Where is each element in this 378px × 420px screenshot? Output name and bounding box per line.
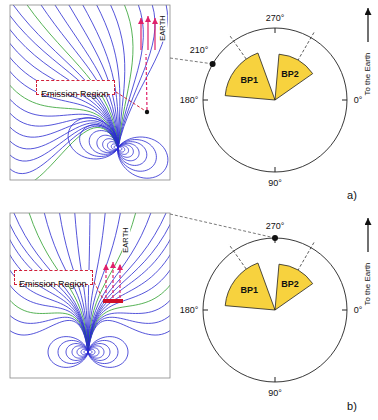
field-line bbox=[88, 320, 170, 352]
region-label: Emission Region bbox=[19, 280, 87, 289]
field-line bbox=[10, 56, 118, 148]
field-line bbox=[88, 223, 170, 352]
sector-fill bbox=[275, 54, 313, 100]
angle-label: 180° bbox=[179, 306, 200, 315]
ray-arrow bbox=[105, 264, 106, 298]
field-lines bbox=[10, 213, 170, 367]
field-line bbox=[88, 238, 170, 352]
field-line bbox=[118, 5, 143, 148]
direction-label: To the Earth bbox=[364, 261, 372, 306]
region-label-box: Emission Region bbox=[14, 270, 93, 285]
leader-line bbox=[116, 92, 144, 110]
field-line bbox=[10, 223, 88, 352]
angle-label: 90° bbox=[267, 179, 283, 188]
sector-fill bbox=[275, 264, 313, 310]
ray-arrow bbox=[112, 262, 113, 298]
angle-label: 90° bbox=[267, 389, 283, 398]
dashed-radius bbox=[275, 241, 315, 310]
panel-label: a) bbox=[346, 190, 358, 201]
field-line bbox=[10, 284, 88, 352]
field-line bbox=[10, 299, 88, 352]
sector-fill bbox=[225, 263, 275, 310]
angle-label: 270° bbox=[265, 14, 286, 23]
tick bbox=[275, 167, 276, 172]
tick bbox=[275, 28, 276, 33]
tick bbox=[275, 377, 276, 382]
field-line bbox=[88, 253, 170, 352]
field-line bbox=[10, 126, 118, 173]
sector-shape bbox=[227, 262, 323, 358]
field-lines bbox=[10, 5, 168, 180]
field-line bbox=[10, 238, 88, 352]
field-line bbox=[88, 213, 151, 352]
tick bbox=[203, 310, 208, 311]
beam-label: BP2 bbox=[281, 70, 299, 79]
direction-label: To the Earth bbox=[364, 51, 372, 96]
ray-arrow bbox=[140, 18, 141, 50]
field-line bbox=[10, 112, 118, 148]
sector-fill bbox=[225, 53, 275, 100]
region-label-box: Emission Region bbox=[36, 80, 115, 95]
field-line bbox=[10, 121, 118, 148]
ray-arrow bbox=[119, 264, 120, 298]
angle-label: 0° bbox=[353, 96, 364, 105]
panel-frame bbox=[10, 213, 170, 378]
field-loop bbox=[88, 337, 128, 368]
field-loop bbox=[118, 137, 168, 178]
field-line bbox=[10, 127, 118, 180]
tick bbox=[342, 100, 347, 101]
field-line bbox=[10, 253, 88, 352]
field-loop bbox=[48, 337, 88, 368]
field-line bbox=[88, 213, 167, 352]
field-line bbox=[118, 5, 168, 148]
angle-label: 0° bbox=[353, 306, 364, 315]
dashed-radius bbox=[275, 31, 315, 100]
link-line bbox=[170, 214, 272, 237]
angle-label: 210° bbox=[189, 46, 210, 55]
ray-path bbox=[146, 54, 147, 110]
tick bbox=[203, 100, 208, 101]
phase-circle bbox=[203, 238, 347, 382]
link-line bbox=[170, 58, 210, 64]
panel-label: b) bbox=[346, 401, 358, 412]
ray-arrow bbox=[147, 16, 148, 50]
angle-label: 270° bbox=[265, 222, 286, 231]
direction-arrow bbox=[367, 218, 368, 252]
phase-dot bbox=[210, 61, 216, 67]
angle-label: 180° bbox=[179, 96, 200, 105]
beam-sector: BP2 bbox=[227, 262, 323, 358]
beam-label: BP1 bbox=[240, 286, 258, 295]
panel-frame bbox=[10, 5, 170, 180]
earth-label: EARTH bbox=[122, 226, 130, 253]
sector-shape bbox=[227, 52, 323, 148]
field-loop bbox=[68, 118, 118, 159]
tick bbox=[342, 310, 347, 311]
field-line bbox=[13, 213, 88, 352]
field-line bbox=[10, 269, 88, 352]
direction-arrow bbox=[367, 8, 368, 42]
field-line bbox=[10, 125, 118, 161]
field-line bbox=[10, 28, 118, 148]
beam-label: BP2 bbox=[281, 280, 299, 289]
beam-sector: BP2 bbox=[227, 52, 323, 148]
emission-point bbox=[145, 110, 149, 114]
region-label: Emission Region bbox=[41, 90, 109, 99]
field-line bbox=[118, 5, 155, 148]
ray-arrow bbox=[154, 18, 155, 50]
field-line bbox=[10, 42, 118, 148]
leader-line bbox=[94, 282, 103, 299]
beam-label: BP1 bbox=[240, 76, 258, 85]
emission-bar bbox=[103, 299, 123, 303]
earth-label: EARTH bbox=[159, 14, 167, 41]
field-line bbox=[10, 84, 118, 148]
phase-dot bbox=[272, 235, 278, 241]
field-line bbox=[88, 213, 136, 352]
phase-circle bbox=[203, 28, 347, 172]
